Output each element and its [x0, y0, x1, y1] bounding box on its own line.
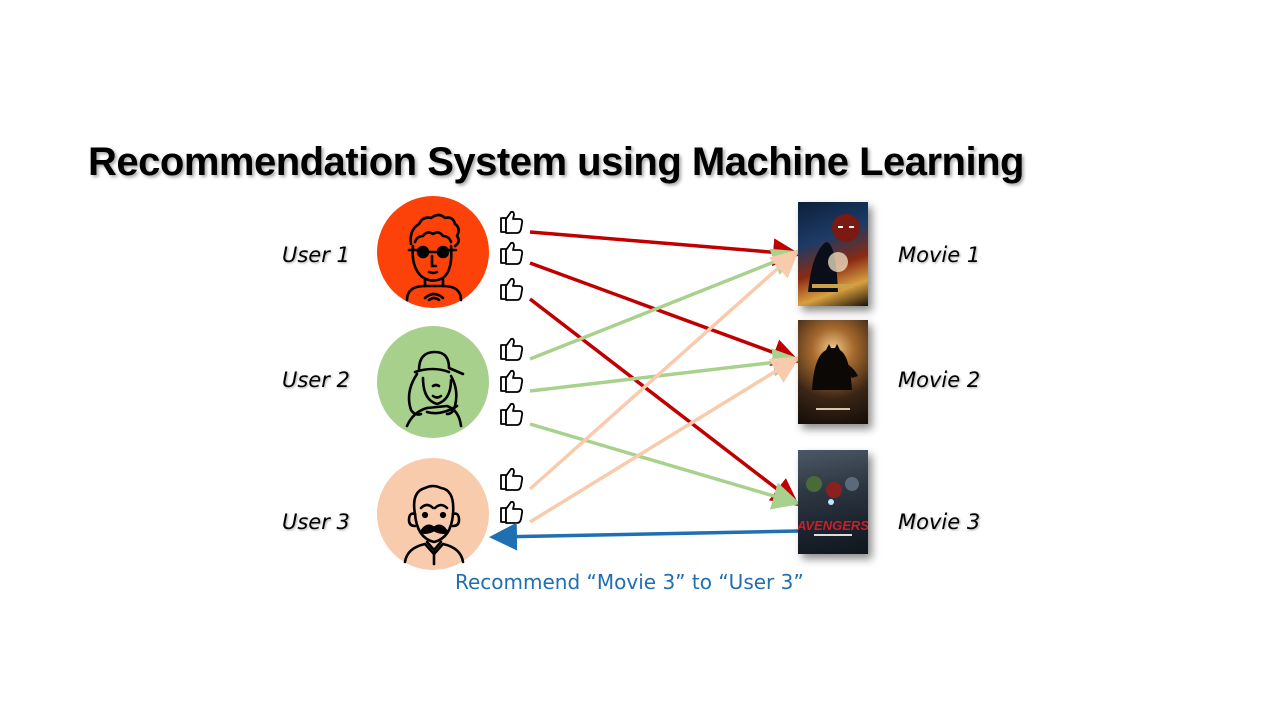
thumbs-up-icon	[499, 499, 525, 525]
edge-user-1-to-movie-3	[528, 297, 800, 507]
avengers-age-of-ultron-poster: AVENGERS	[796, 476, 869, 536]
thumbs-up-icon	[499, 401, 525, 427]
movie-1-poster	[798, 202, 868, 306]
user-3-label: User 3	[282, 510, 350, 534]
movie-2-label: Movie 2	[898, 368, 981, 392]
thumbs-up-icon	[499, 209, 525, 235]
batman-begins-poster	[812, 344, 858, 410]
edge-user-2-to-movie-1	[529, 248, 801, 361]
movie-1-label: Movie 1	[898, 243, 981, 267]
thumbs-up-icon	[499, 240, 525, 266]
thumbs-up-icon	[499, 336, 525, 362]
movie-2-poster	[798, 320, 868, 424]
edge-user-3-to-movie-1	[528, 249, 800, 491]
user-2-avatar	[377, 326, 489, 438]
recommendation-arrow	[489, 522, 799, 551]
edge-user-3-to-movie-2	[529, 356, 800, 524]
movie-3-label: Movie 3	[898, 510, 981, 534]
edge-user-1-to-movie-2	[529, 261, 801, 366]
mustache-man-person-icon	[403, 484, 465, 566]
thumbs-up-icon	[499, 368, 525, 394]
cap-girl-person-icon	[405, 350, 465, 428]
user-1-label: User 1	[282, 243, 350, 267]
iron-man-poster	[808, 214, 860, 292]
svg-text:AVENGERS: AVENGERS	[798, 518, 868, 533]
recommendation-label: Recommend “Movie 3” to “User 3”	[455, 570, 804, 594]
user-3-avatar	[377, 458, 489, 570]
thumbs-up-icon	[499, 466, 525, 492]
user-2-label: User 2	[282, 368, 350, 392]
edge-user-1-to-movie-1	[529, 230, 801, 267]
edge-user-2-to-movie-2	[529, 348, 801, 393]
movie-3-poster: AVENGERS	[796, 450, 869, 554]
diagram-title: Recommendation System using Machine Lear…	[88, 140, 1024, 184]
edge-user-2-to-movie-3	[529, 422, 801, 510]
thumbs-up-icon	[499, 276, 525, 302]
user-1-avatar	[377, 196, 489, 308]
curly-hair-glasses-person-icon	[405, 213, 463, 302]
